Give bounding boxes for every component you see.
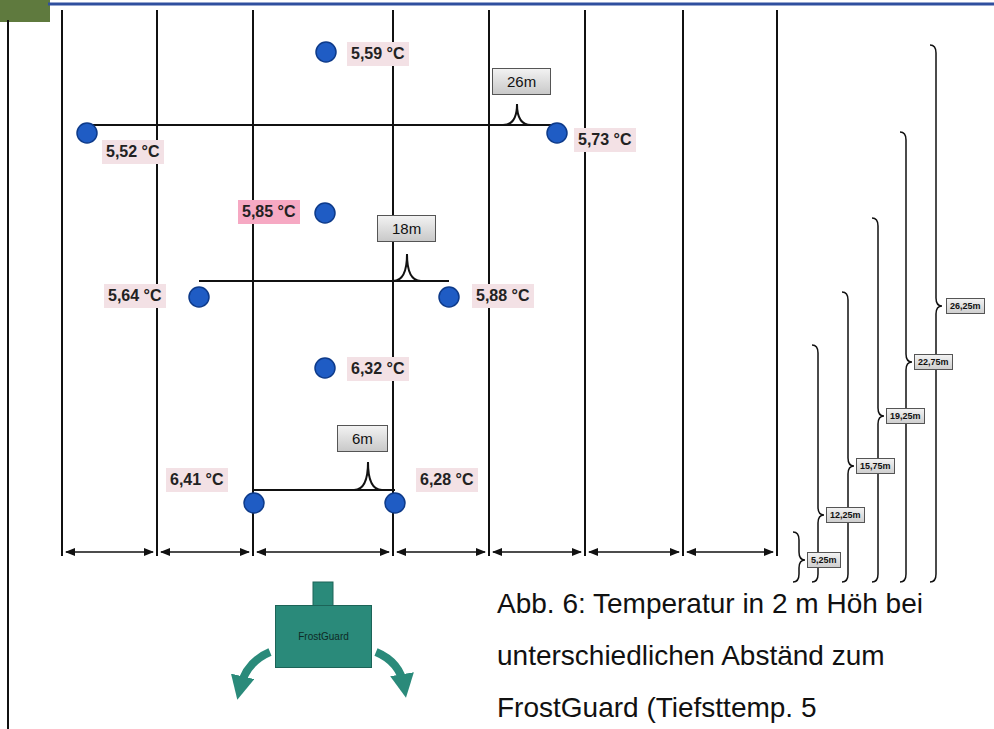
- spacing-arrow: [66, 551, 153, 553]
- distance-line: [87, 124, 557, 126]
- node-text: 6m: [352, 430, 373, 447]
- node-text: 5,52 °C: [106, 143, 160, 161]
- range-brace: [793, 532, 805, 582]
- rotation-arrow: [240, 652, 270, 688]
- node-text: 6,41 °C: [170, 471, 224, 489]
- tree-rows: [62, 10, 777, 556]
- temperature-label: 6,41 °C: [166, 468, 228, 492]
- tree-row: [584, 10, 586, 556]
- figure-caption: Abb. 6: Temperatur in 2 m Höh bei unters…: [497, 578, 942, 729]
- range-brace: [872, 218, 884, 582]
- temperature-label: 5,59 °C: [347, 42, 409, 66]
- node-text: FrostGuard: [298, 631, 349, 642]
- node-text: 26m: [507, 73, 536, 90]
- tree-row: [156, 10, 158, 556]
- node-text: 5,88 °C: [476, 287, 530, 305]
- bracket: [354, 462, 382, 490]
- top-rule: [48, 3, 994, 6]
- distance-box: 18m: [377, 215, 436, 242]
- node-text: 6,28 °C: [420, 471, 474, 489]
- temperature-label: 6,32 °C: [347, 357, 409, 381]
- distance-box: 6m: [337, 425, 388, 452]
- range-brace: [930, 45, 942, 582]
- sensor-dot: [316, 42, 336, 62]
- temperature-label: 6,28 °C: [416, 468, 478, 492]
- tree-row: [488, 10, 490, 556]
- spacing-arrow: [687, 551, 773, 553]
- range-brace: [900, 132, 912, 582]
- range-label: 22,75m: [914, 354, 953, 370]
- tree-row: [252, 10, 254, 556]
- sensor-dot: [315, 358, 335, 378]
- sensor-dot: [77, 123, 97, 143]
- temperature-label: 5,64 °C: [104, 284, 166, 308]
- rotation-arrow: [376, 652, 404, 686]
- range-label: 19,25m: [886, 408, 925, 424]
- range-brace: [812, 345, 824, 582]
- distance-box: 26m: [492, 68, 551, 95]
- range-braces: [793, 45, 942, 582]
- photo-fragment: [0, 0, 50, 22]
- node-text: 22,75m: [918, 357, 949, 367]
- spacing-arrow: [493, 551, 581, 553]
- node-text: 6,32 °C: [351, 360, 405, 378]
- spacing-arrow: [397, 551, 485, 553]
- spacing-arrow: [257, 551, 389, 553]
- range-label: 15,75m: [856, 458, 895, 474]
- spacing-arrow: [161, 551, 249, 553]
- node-text: 19,25m: [890, 411, 921, 421]
- row-spacing-arrows: [66, 551, 773, 553]
- node-text: 15,75m: [860, 461, 891, 471]
- sensor-dot: [189, 287, 209, 307]
- node-text: 5,73 °C: [578, 131, 632, 149]
- tree-row: [392, 10, 394, 556]
- frame-line: [7, 20, 9, 729]
- node-text: 5,25m: [811, 555, 837, 565]
- frostguard-machine: FrostGuard: [275, 605, 372, 668]
- temperature-label: 5,85 °C: [238, 200, 300, 224]
- range-label: 5,25m: [807, 552, 841, 568]
- sensor-dot: [244, 493, 264, 513]
- node-text: 12,25m: [830, 510, 861, 520]
- distance-brackets: [87, 104, 557, 490]
- bracket: [393, 254, 421, 281]
- range-label: 12,25m: [826, 507, 865, 523]
- sensor-dot: [547, 123, 567, 143]
- sensor-dot: [385, 493, 405, 513]
- tree-row: [61, 10, 63, 556]
- temperature-label: 5,88 °C: [472, 284, 534, 308]
- distance-line: [199, 280, 449, 282]
- node-text: 18m: [392, 220, 421, 237]
- temperature-label: 5,52 °C: [102, 140, 164, 164]
- tree-row: [776, 10, 778, 556]
- sensors: [77, 42, 567, 513]
- node-text: 5,64 °C: [108, 287, 162, 305]
- spacing-arrow: [589, 551, 679, 553]
- range-label: 26,25m: [946, 298, 985, 314]
- bracket: [503, 104, 531, 125]
- tree-row: [682, 10, 684, 556]
- sensor-dot: [439, 287, 459, 307]
- temperature-label: 5,73 °C: [574, 128, 636, 152]
- node-text: 26,25m: [950, 301, 981, 311]
- sensor-dot: [315, 203, 335, 223]
- range-brace: [842, 292, 854, 582]
- node-text: 5,59 °C: [351, 45, 405, 63]
- distance-line: [254, 489, 395, 491]
- node-text: 5,85 °C: [242, 203, 296, 221]
